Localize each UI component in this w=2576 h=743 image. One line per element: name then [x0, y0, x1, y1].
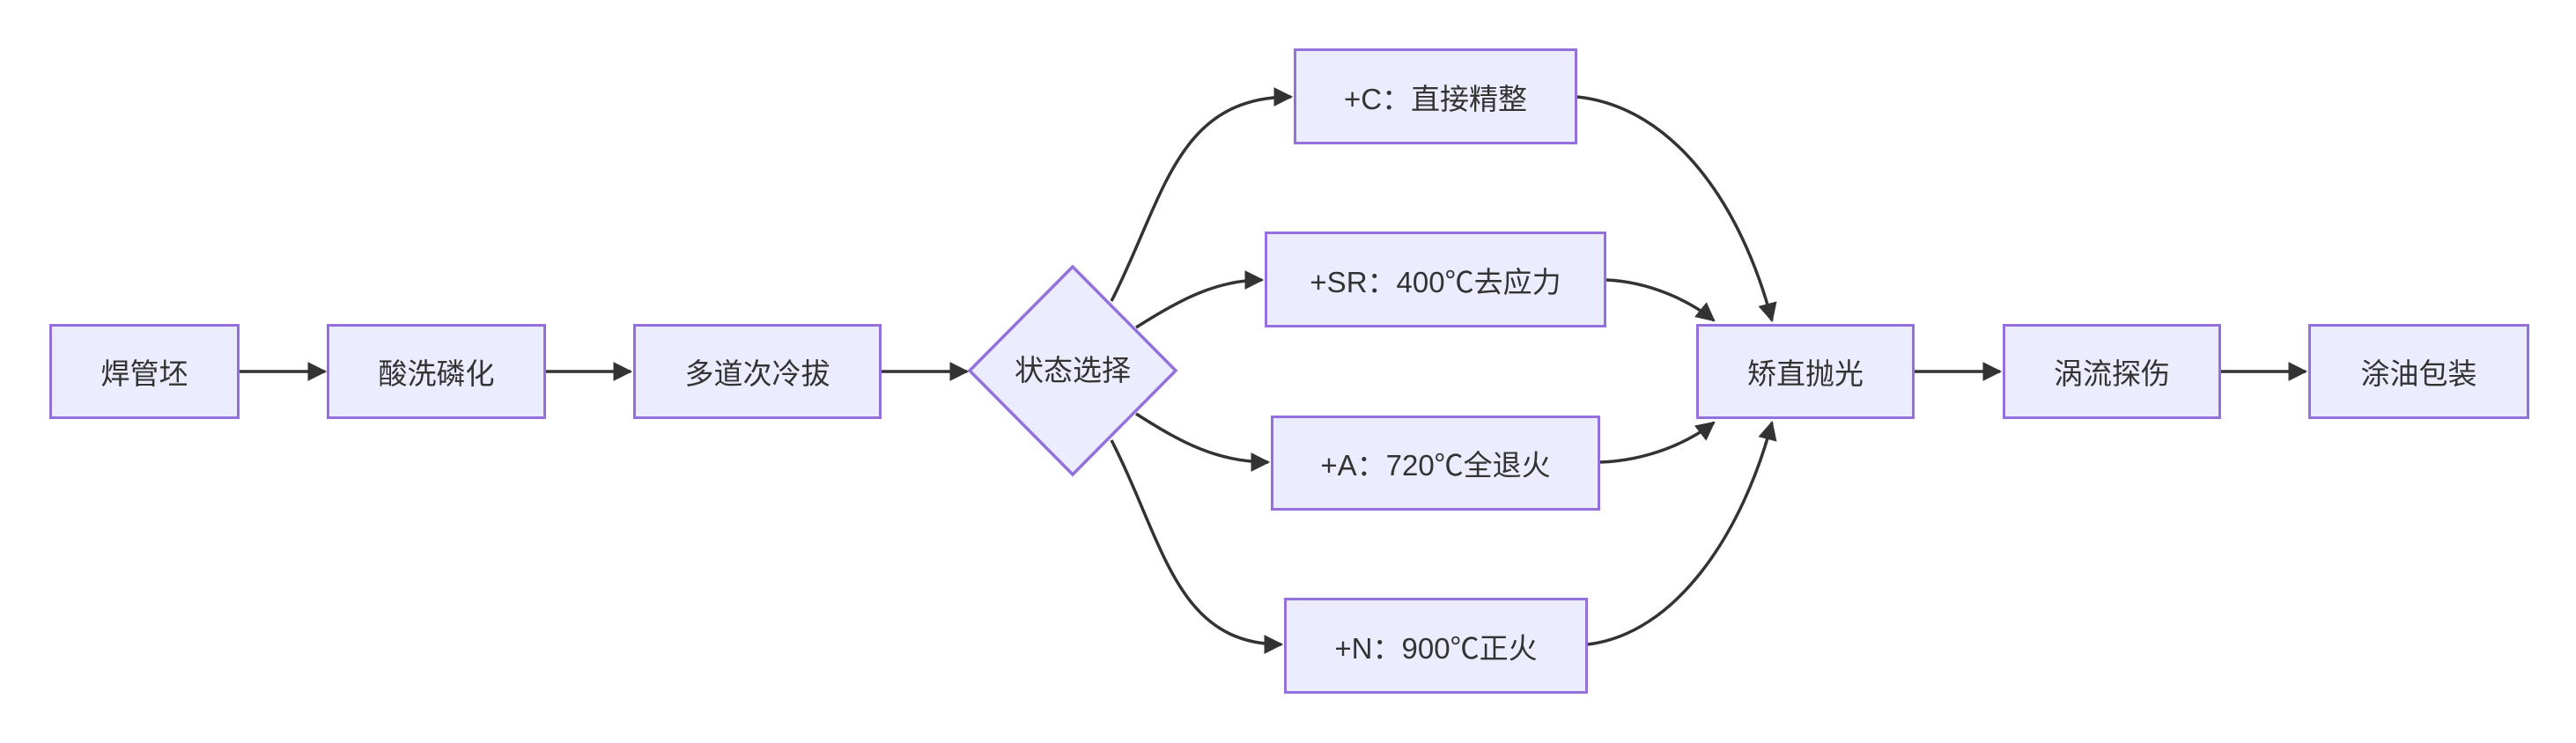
node-multipass-cold-drawing: 多道次冷拔: [633, 324, 882, 419]
node-plus-n-normalizing: +N：900℃正火: [1284, 598, 1588, 694]
node-straightening-polishing: 矫直抛光: [1696, 324, 1915, 419]
edge-decision-to-plus-n: [1110, 439, 1284, 654]
decision-state-selection-label: 状态选择: [1015, 354, 1131, 386]
edge-plus-n-to-straightening: [1587, 420, 1777, 646]
edge-decision-to-plus-sr: [1135, 270, 1265, 329]
node-eddy-current-testing: 涡流探伤: [2003, 324, 2221, 419]
edge-plus-a-to-straightening: [1599, 421, 1716, 464]
edge-plus-c-to-straightening: [1576, 95, 1777, 323]
node-oiling-packaging: 涂油包装: [2308, 324, 2529, 419]
node-pickling-phosphating: 酸洗磷化: [327, 324, 546, 419]
node-plus-a-full-anneal: +A：720℃全退火: [1271, 416, 1600, 511]
node-plus-sr-stress-relief: +SR：400℃去应力: [1265, 232, 1606, 327]
node-welded-tube-blank: 焊管坯: [49, 324, 240, 419]
edge-decision-to-plus-a: [1135, 412, 1271, 472]
edge-plus-sr-to-straightening: [1605, 278, 1716, 322]
node-plus-c-direct-finishing: +C：直接精整: [1294, 48, 1577, 144]
